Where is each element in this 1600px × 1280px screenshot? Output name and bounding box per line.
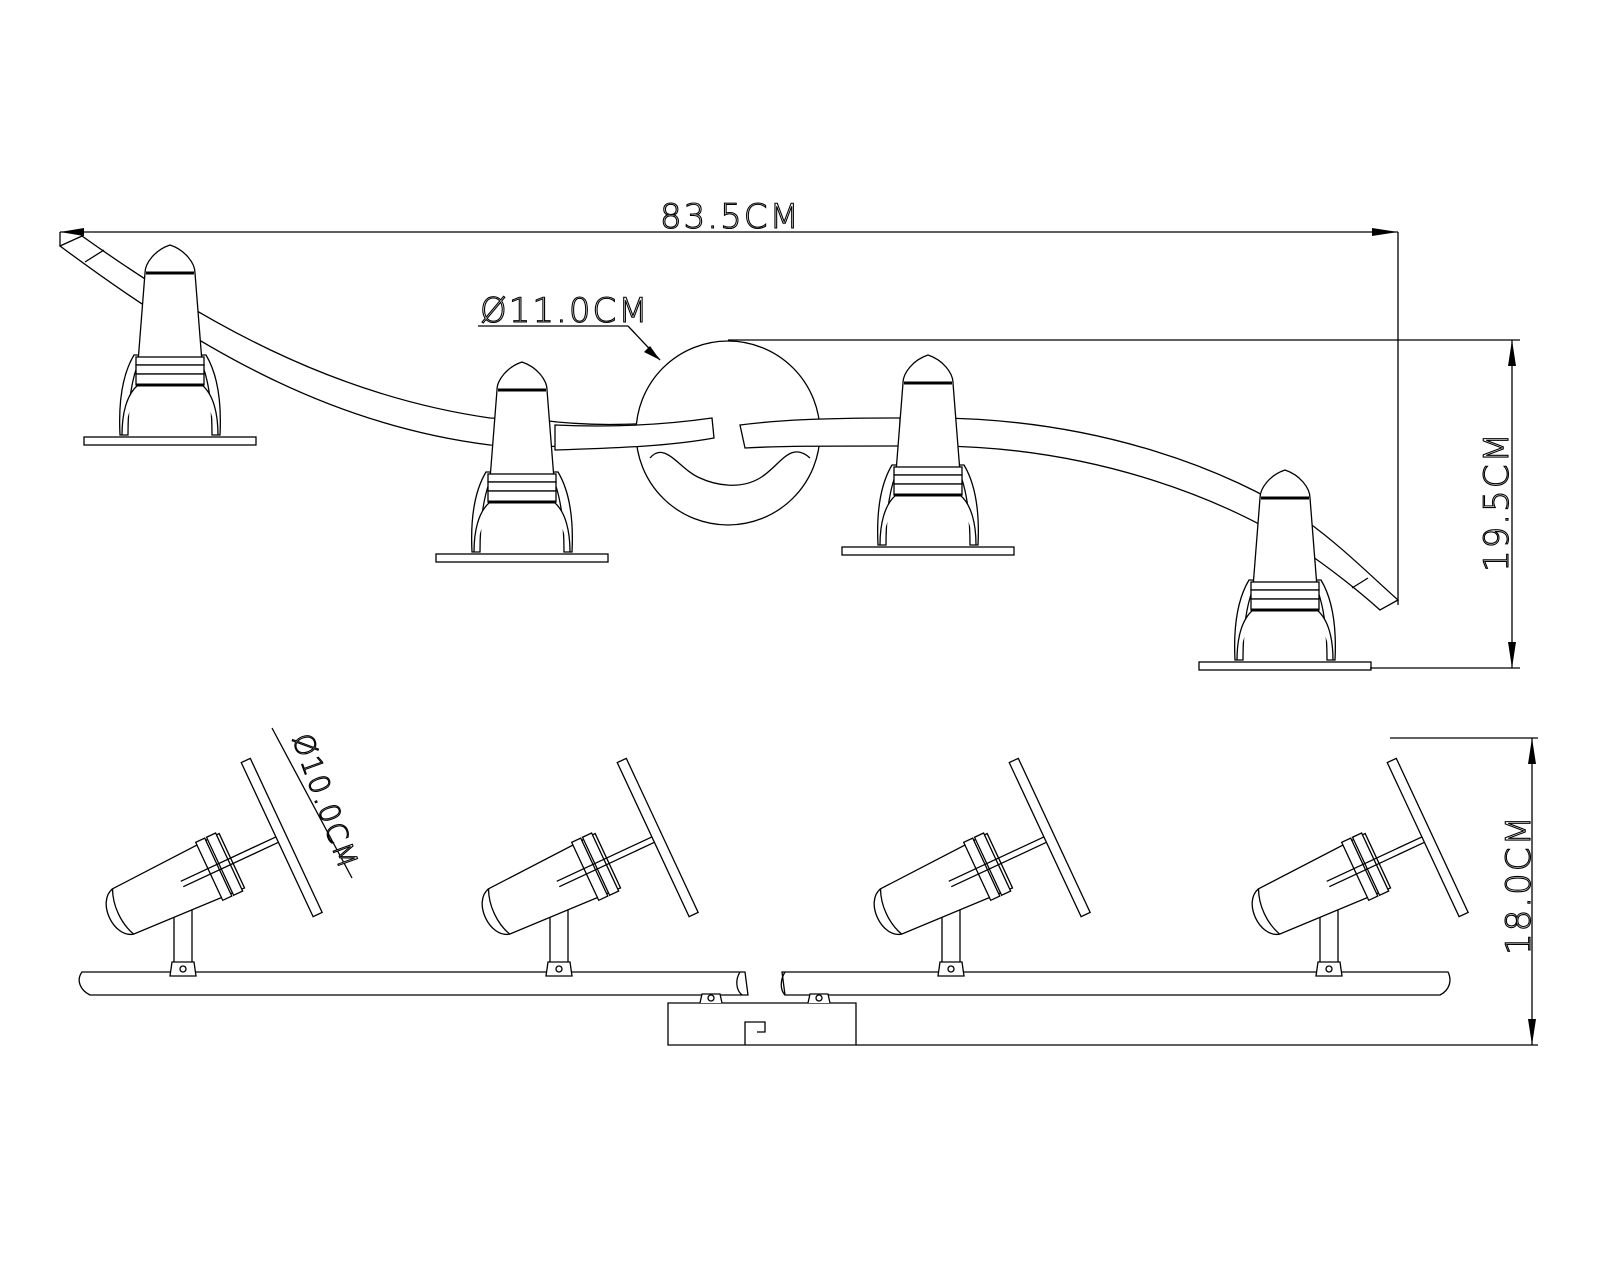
top-view: 83.5CM Ø11.0CM 19.5CM (58, 196, 1520, 672)
depth-label: 19.5CM (1477, 431, 1517, 572)
spot-diameter-label: Ø10.0CM (285, 729, 365, 874)
side-spotlight-2 (448, 757, 699, 996)
side-spotlight-1 (72, 757, 323, 996)
width-label: 83.5CM (660, 197, 801, 237)
spotlight-4 (1197, 468, 1373, 672)
side-spotlight-4 (1218, 757, 1469, 996)
canopy-top (554, 340, 901, 526)
left-bar (78, 971, 749, 996)
dimension-depth: 19.5CM (728, 339, 1520, 669)
dimension-width: 83.5CM (59, 196, 1399, 605)
spotlight-2 (434, 360, 610, 564)
spotlight-3 (840, 353, 1016, 557)
right-bar (781, 971, 1451, 996)
side-spotlight-3 (840, 757, 1091, 996)
dimension-height: 18.0CM (856, 737, 1540, 1046)
dimension-canopy: Ø11.0CM (478, 290, 661, 361)
side-view: Ø10.0CM 18.0CM (72, 727, 1540, 1046)
canopy-side (667, 993, 857, 1046)
spotlight-1 (82, 243, 258, 447)
canopy-diameter-label: Ø11.0CM (480, 291, 650, 331)
height-label: 18.0CM (1499, 814, 1539, 955)
